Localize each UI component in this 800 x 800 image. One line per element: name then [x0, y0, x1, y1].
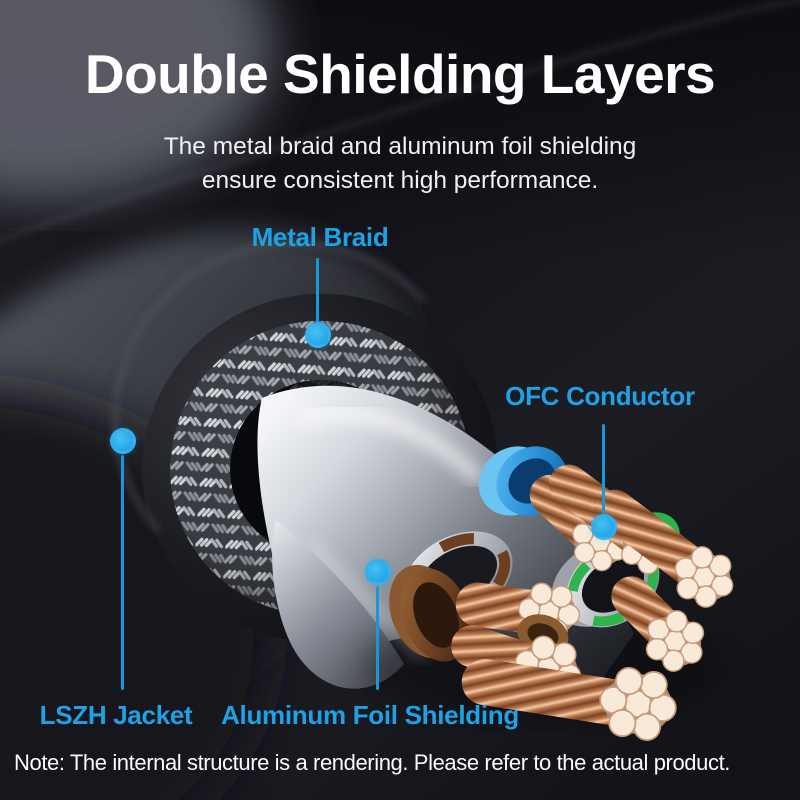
- callout-line-aluminum-foil: [376, 586, 379, 690]
- callout-line-metal-braid: [316, 258, 319, 322]
- callout-line-ofc-conductor: [602, 424, 605, 514]
- callout-dot-lszh-jacket: [110, 428, 136, 454]
- callout-label-lszh-jacket: LSZH Jacket: [39, 700, 193, 730]
- callout-label-ofc-conductor: OFC Conductor: [505, 381, 695, 411]
- subtitle-line-2: ensure consistent high performance.: [201, 167, 599, 194]
- subtitle-line-1: The metal braid and aluminum foil shield…: [163, 133, 637, 160]
- callout-label-aluminum-foil: Aluminum Foil Shielding: [221, 700, 519, 730]
- wire-pair-brown: [389, 531, 682, 745]
- callout-dot-ofc-conductor: [591, 514, 617, 540]
- callout-line-lszh-jacket: [121, 455, 124, 690]
- wire-pair-blue: [478, 446, 744, 616]
- callout-dot-aluminum-foil: [365, 559, 391, 585]
- callout-label-metal-braid: Metal Braid: [251, 222, 389, 252]
- page-title: Double Shielding Layers: [84, 43, 716, 105]
- disclaimer-note: Note: The internal structure is a render…: [14, 750, 731, 775]
- callout-dot-metal-braid: [305, 322, 331, 348]
- page-subtitle: The metal braid and aluminum foil shield…: [164, 130, 637, 198]
